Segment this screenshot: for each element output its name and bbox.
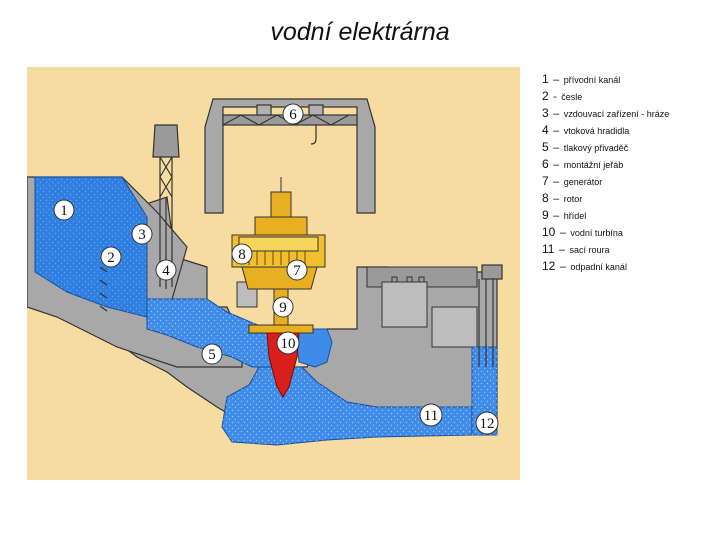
callout-6: 6 bbox=[282, 103, 304, 125]
legend-text: přívodní kanál bbox=[563, 75, 621, 85]
legend-item: 11 – sací roura bbox=[542, 240, 720, 257]
legend-text: vodní turbína bbox=[570, 228, 623, 238]
legend-item: 4 – vtoková hradidla bbox=[542, 121, 720, 138]
legend-text: hřídel bbox=[563, 211, 587, 221]
legend-item: 10 – vodní turbína bbox=[542, 223, 720, 240]
spiral-casing bbox=[294, 328, 333, 368]
legend-sep: – bbox=[559, 261, 566, 273]
legend-text: tlakový přivaděč bbox=[563, 143, 629, 153]
legend-num: 10 bbox=[542, 225, 556, 239]
trash-rack bbox=[99, 266, 108, 312]
legend-text: vzdouvací zařízení - hráze bbox=[563, 109, 670, 119]
callout-5: 5 bbox=[201, 343, 223, 365]
callout-12: 12 bbox=[475, 411, 499, 435]
callout-3: 3 bbox=[131, 223, 153, 245]
hydro-plant-diagram: 1 2 3 4 5 6 7 8 bbox=[27, 67, 520, 480]
callout-8-label: 8 bbox=[238, 247, 246, 263]
legend-item: 6 – montážní jeřáb bbox=[542, 155, 720, 172]
callout-4: 4 bbox=[155, 259, 177, 281]
callout-12-label: 12 bbox=[480, 416, 495, 432]
legend-item: 2 - česle bbox=[542, 87, 720, 104]
callout-2: 2 bbox=[100, 246, 122, 268]
legend-num: 1 bbox=[542, 72, 549, 86]
legend-sep: – bbox=[553, 176, 560, 188]
legend-text: odpadní kanál bbox=[570, 262, 627, 272]
callout-markers: 1 2 3 4 5 6 7 8 bbox=[53, 103, 499, 435]
callout-8: 8 bbox=[231, 243, 253, 265]
callout-7-label: 7 bbox=[293, 263, 301, 279]
callout-11: 11 bbox=[419, 403, 443, 427]
callout-10-label: 10 bbox=[281, 336, 296, 352]
legend-sep: – bbox=[553, 210, 560, 222]
legend-num: 3 bbox=[542, 106, 549, 120]
legend-item: 12 – odpadní kanál bbox=[542, 257, 720, 274]
legend-item: 5 – tlakový přivaděč bbox=[542, 138, 720, 155]
callout-1: 1 bbox=[53, 199, 75, 221]
page-title: vodní elektrárna bbox=[270, 18, 450, 46]
legend-num: 6 bbox=[542, 157, 549, 171]
legend-num: 12 bbox=[542, 259, 556, 273]
callout-9-label: 9 bbox=[279, 300, 287, 316]
legend-sep: – bbox=[559, 227, 566, 239]
legend-num: 4 bbox=[542, 123, 549, 137]
legend-text: česle bbox=[561, 92, 583, 102]
callout-4-label: 4 bbox=[162, 263, 170, 279]
legend-text: sací roura bbox=[569, 245, 610, 255]
legend-sep: – bbox=[558, 244, 566, 256]
legend-num: 8 bbox=[542, 191, 549, 205]
legend-sep: – bbox=[553, 108, 560, 120]
callout-5-label: 5 bbox=[208, 347, 216, 363]
legend: 1 – přívodní kanál 2 - česle 3 – vzdouva… bbox=[542, 70, 720, 274]
legend-text: montážní jeřáb bbox=[563, 160, 624, 170]
callout-7: 7 bbox=[286, 259, 308, 281]
callout-6-label: 6 bbox=[289, 107, 297, 123]
legend-num: 9 bbox=[542, 208, 549, 222]
legend-num: 7 bbox=[542, 174, 549, 188]
legend-num: 2 bbox=[542, 89, 549, 103]
callout-11-label: 11 bbox=[424, 408, 438, 424]
legend-text: rotor bbox=[563, 194, 583, 204]
legend-item: 8 – rotor bbox=[542, 189, 720, 206]
legend-item: 3 – vzdouvací zařízení - hráze bbox=[542, 104, 720, 121]
legend-sep: – bbox=[553, 125, 560, 137]
legend-item: 1 – přívodní kanál bbox=[542, 70, 720, 87]
callout-3-label: 3 bbox=[138, 227, 146, 243]
legend-sep: – bbox=[553, 159, 560, 171]
legend-text: generátor bbox=[563, 177, 603, 187]
callout-2-label: 2 bbox=[107, 250, 115, 266]
legend-sep: – bbox=[553, 193, 560, 205]
callout-10: 10 bbox=[276, 331, 300, 355]
legend-sep: - bbox=[553, 91, 557, 103]
legend-text: vtoková hradidla bbox=[563, 126, 630, 136]
legend-num: 11 bbox=[542, 242, 555, 256]
callout-9: 9 bbox=[272, 296, 294, 318]
legend-num: 5 bbox=[542, 140, 549, 154]
legend-item: 9 – hřídel bbox=[542, 206, 720, 223]
legend-item: 7 – generátor bbox=[542, 172, 720, 189]
legend-sep: – bbox=[553, 142, 560, 154]
tailrace-gate-tower bbox=[478, 264, 503, 367]
callout-1-label: 1 bbox=[60, 203, 68, 219]
legend-sep: – bbox=[553, 74, 560, 86]
